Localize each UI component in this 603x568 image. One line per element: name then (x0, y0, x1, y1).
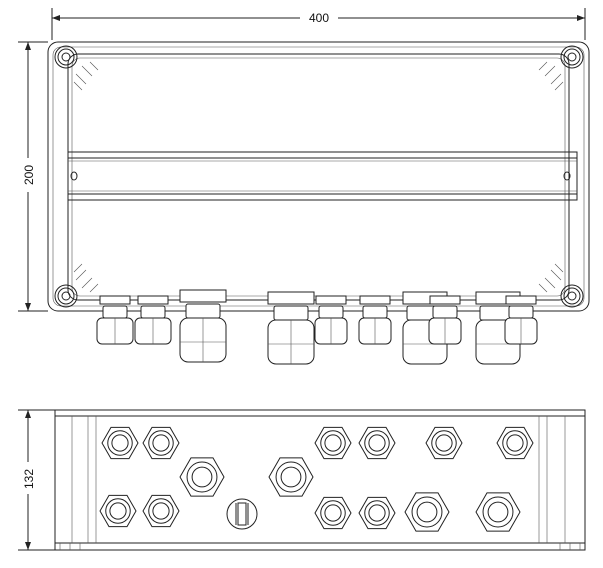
gland-hex-nut (475, 492, 521, 532)
cable-gland-large (267, 291, 315, 365)
cable-gland-medium (358, 295, 392, 345)
gland-hex-nut (101, 426, 139, 460)
gland-hex-nut (179, 457, 225, 497)
gland-hex-nut (99, 494, 137, 528)
height-dimension: 200 (18, 41, 48, 312)
corner-screw-top-right (560, 45, 584, 69)
enclosure-side-view (54, 409, 586, 551)
gland-hex-nut (142, 494, 180, 528)
cable-gland-small (134, 295, 172, 345)
gland-hex-nut (358, 496, 396, 530)
gland-hex-nut (404, 492, 450, 532)
gland-hex-nut (425, 426, 463, 460)
enclosure-top-view (47, 41, 590, 312)
breather-vent (226, 498, 258, 530)
gland-hex-nut (358, 426, 396, 460)
corner-screw-top-left (54, 45, 78, 69)
corner-screw-bottom-left (54, 284, 78, 308)
cable-glands-side (96, 289, 538, 365)
gland-hex-nut (314, 426, 352, 460)
corner-screw-bottom-right (560, 284, 584, 308)
width-label: 400 (309, 11, 329, 25)
height-label: 200 (22, 165, 36, 185)
width-dimension: 400 (51, 8, 586, 40)
depth-dimension: 132 (18, 409, 55, 551)
cable-gland-small (504, 295, 538, 345)
gland-hex-nut (142, 426, 180, 460)
gland-hex-nut (314, 496, 352, 530)
gland-hex-nut (268, 457, 314, 497)
cable-gland-small (96, 295, 134, 345)
gland-holes (99, 426, 534, 532)
cable-gland-small (428, 295, 462, 345)
cable-gland-medium (314, 295, 348, 345)
din-rail (67, 151, 578, 201)
corner-ribs (73, 61, 564, 293)
cable-gland-large (179, 289, 227, 363)
depth-label: 132 (22, 469, 36, 489)
gland-hex-nut (496, 426, 534, 460)
